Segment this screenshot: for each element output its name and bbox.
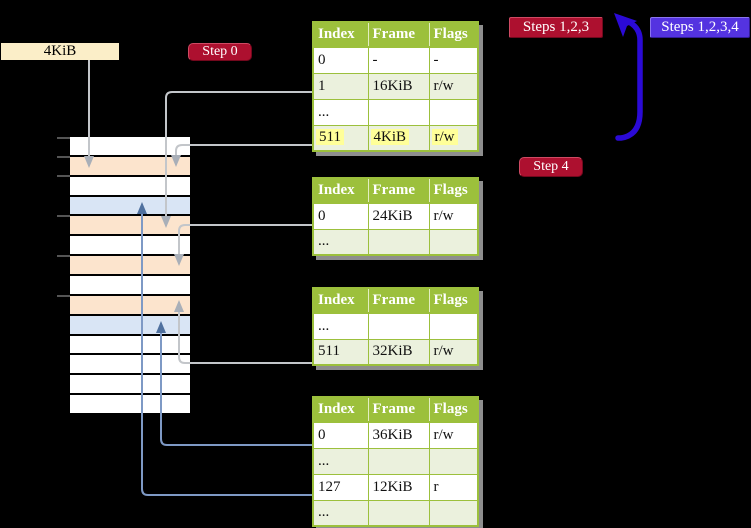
table-cell: ... <box>312 499 369 527</box>
table-cell <box>367 228 430 256</box>
table-row: ... <box>312 447 479 475</box>
memory-frame-row-white <box>70 236 190 257</box>
table-cell: 24KiB <box>367 202 430 230</box>
ruler-tick <box>57 175 70 177</box>
table-cell: 511 <box>312 338 369 366</box>
column-header: Frame <box>367 397 429 423</box>
frame-size-label: 4KiB <box>1 43 119 60</box>
table-cell <box>428 447 479 475</box>
table-cell: 0 <box>312 421 369 449</box>
table-cell <box>367 447 430 475</box>
memory-frame-row-orange <box>70 216 190 237</box>
table-cell: 511 <box>312 124 369 152</box>
table-cell <box>367 312 430 340</box>
memory-frame-row-white <box>70 395 190 416</box>
table-cell: - <box>428 46 479 74</box>
table-cell: r <box>428 473 479 501</box>
table-cell <box>428 312 479 340</box>
table-row: ... <box>312 98 479 126</box>
table-cell: r/w <box>428 202 479 230</box>
column-header: Flags <box>428 178 478 204</box>
table-cell: 1 <box>312 72 369 100</box>
ruler-tick <box>57 255 70 257</box>
memory-frame-row-blue <box>70 315 190 336</box>
table-cell <box>367 499 430 527</box>
table-row: 0-- <box>312 46 479 74</box>
memory-frame-row-blue <box>70 196 190 217</box>
table-cell: 32KiB <box>367 338 430 366</box>
column-header: Index <box>313 397 368 423</box>
column-header: Flags <box>428 397 478 423</box>
memory-frame-row-white <box>70 335 190 356</box>
column-header: Index <box>313 22 368 48</box>
table-cell: ... <box>312 98 369 126</box>
column-header: Flags <box>428 288 478 314</box>
table-cell: 0 <box>312 46 369 74</box>
table-cell: 4KiB <box>367 124 430 152</box>
table-cell: r/w <box>428 421 479 449</box>
table-cell <box>428 228 479 256</box>
table-cell <box>367 98 430 126</box>
table-cell: ... <box>312 447 369 475</box>
column-header: Index <box>313 178 368 204</box>
memory-frame-row-white <box>70 276 190 296</box>
table-cell: r/w <box>428 124 479 152</box>
column-header: Index <box>313 288 368 314</box>
memory-frame-row-white <box>70 176 190 197</box>
table-row: ... <box>312 312 479 340</box>
loop-arrowhead-icon <box>614 13 637 37</box>
table-cell: r/w <box>428 338 479 366</box>
step4-badge: Step 4 <box>519 157 583 177</box>
table-row: ... <box>312 228 479 256</box>
table-cell: 12KiB <box>367 473 430 501</box>
steps1234-badge: Steps 1,2,3,4 <box>650 17 750 38</box>
memory-frame-row-white <box>70 137 190 157</box>
memory-frame-row-orange <box>70 295 190 316</box>
table-cell: 0 <box>312 202 369 230</box>
table-cell: - <box>367 46 430 74</box>
table-cell: ... <box>312 228 369 256</box>
step0-badge: Step 0 <box>188 43 252 61</box>
memory-frame-row-white <box>70 375 190 396</box>
table-cell <box>428 98 479 126</box>
memory-frame-row-orange <box>70 256 190 277</box>
table-cell: 127 <box>312 473 369 501</box>
column-header: Frame <box>367 22 429 48</box>
steps123-badge: Steps 1,2,3 <box>509 17 603 38</box>
table-cell <box>428 499 479 527</box>
physical-memory-stack <box>70 137 190 416</box>
loop-arrow <box>615 19 643 141</box>
column-header: Frame <box>367 178 429 204</box>
table-row: ... <box>312 499 479 527</box>
table-cell: r/w <box>428 72 479 100</box>
table-cell: ... <box>312 312 369 340</box>
table-cell: 16KiB <box>367 72 430 100</box>
table-cell: 36KiB <box>367 421 430 449</box>
ruler-tick <box>57 156 70 158</box>
ruler-tick <box>57 137 70 139</box>
memory-frame-row-orange <box>70 156 190 177</box>
column-header: Flags <box>428 22 478 48</box>
ruler-tick <box>57 295 70 297</box>
column-header: Frame <box>367 288 429 314</box>
ruler-tick <box>57 215 70 217</box>
memory-frame-row-white <box>70 355 190 376</box>
